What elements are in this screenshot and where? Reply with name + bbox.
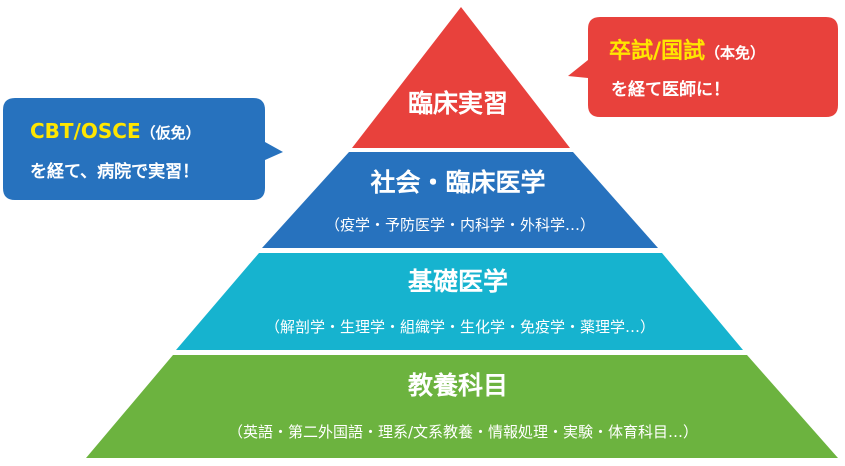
tier-liberal-arts-title: 教養科目: [408, 371, 508, 400]
bubble-left: CBT/OSCE（仮免） を経て、病院で実習！: [3, 98, 283, 200]
pyramid: 臨床実習 社会・臨床医学 （疫学・予防医学・内科学・外科学…） 基礎医学 （解剖…: [86, 7, 838, 458]
bubble-right-line2: を経て医師に！: [611, 79, 730, 100]
bubble-right-highlight: 卒試/国試: [609, 38, 705, 64]
tier-clinical-practice-title: 臨床実習: [408, 89, 508, 118]
tier-liberal-arts: [86, 355, 838, 458]
bubble-left-highlight: CBT/OSCE: [30, 119, 141, 143]
bubble-left-line1: CBT/OSCE（仮免）: [30, 119, 201, 143]
bubble-right-paren: （本免）: [705, 44, 765, 62]
tier-basic-medicine-subtitle: （解剖学・生理学・組織学・生化学・免疫学・薬理学…）: [265, 318, 655, 336]
tier-social-clinical-medicine-subtitle: （疫学・予防医学・内科学・外科学…）: [325, 216, 595, 234]
bubble-right-line1: 卒試/国試（本免）: [609, 38, 765, 64]
bubble-left-paren: （仮免）: [141, 124, 201, 142]
tier-basic-medicine: [176, 253, 743, 350]
bubble-right: 卒試/国試（本免） を経て医師に！: [568, 17, 838, 117]
bubble-left-shape: [3, 98, 283, 200]
bubble-left-line2: を経て、病院で実習！: [30, 161, 199, 182]
tier-basic-medicine-title: 基礎医学: [408, 267, 508, 296]
bubble-right-shape: [568, 17, 838, 117]
tier-social-clinical-medicine: [262, 152, 658, 248]
tier-liberal-arts-subtitle: （英語・第二外国語・理系/文系教養・情報処理・実験・体育科目…）: [228, 423, 698, 441]
tier-social-clinical-medicine-title: 社会・臨床医学: [370, 168, 545, 197]
tier-clinical-practice: [352, 7, 570, 148]
